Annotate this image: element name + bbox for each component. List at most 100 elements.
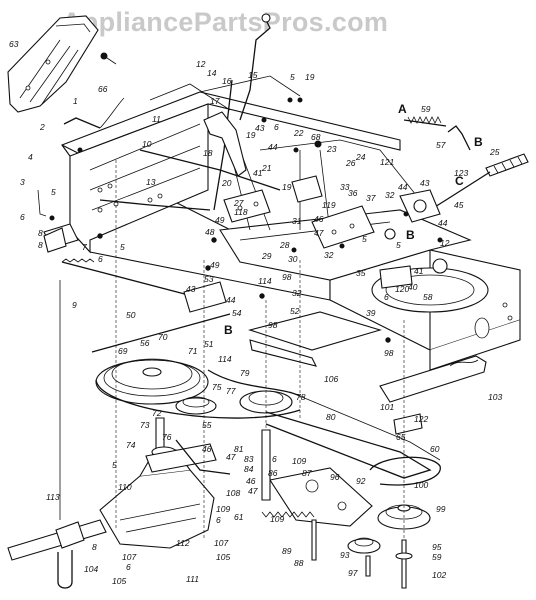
label-81: 81 xyxy=(234,444,244,454)
bolt-68[interactable] xyxy=(311,519,317,561)
label-8b: 8 xyxy=(38,240,43,250)
callout-b-3: B xyxy=(224,323,233,337)
label-59b: 59 xyxy=(432,552,442,562)
label-5b: 5 xyxy=(120,242,125,252)
label-121: 121 xyxy=(380,157,394,167)
bracket-46-upper[interactable] xyxy=(311,205,375,249)
label-79: 79 xyxy=(240,368,250,378)
pivot-assembly-right[interactable] xyxy=(384,189,448,274)
label-36: 36 xyxy=(348,188,358,198)
label-122: 122 xyxy=(414,414,428,424)
label-2: 2 xyxy=(39,122,45,132)
clip-1[interactable] xyxy=(63,97,125,129)
label-59a: 59 xyxy=(421,104,431,114)
label-43b: 43 xyxy=(420,178,430,188)
frame-top-deck[interactable] xyxy=(219,209,472,281)
label-88: 88 xyxy=(294,558,304,568)
bracket-27[interactable] xyxy=(223,189,271,223)
label-46c: 46 xyxy=(246,476,256,486)
label-17: 17 xyxy=(210,96,220,106)
callout-c: C xyxy=(455,174,464,188)
label-78: 78 xyxy=(296,392,306,402)
spring-59[interactable] xyxy=(403,116,447,127)
rod-50[interactable] xyxy=(91,313,231,353)
axle-shaft[interactable] xyxy=(7,519,107,561)
pivot-bracket-5[interactable] xyxy=(43,227,67,253)
label-73: 73 xyxy=(140,420,150,430)
label-57: 57 xyxy=(436,140,446,150)
idler-bracket-88[interactable] xyxy=(269,467,373,527)
label-56: 56 xyxy=(140,338,150,348)
plate-52[interactable] xyxy=(248,311,382,351)
label-74: 74 xyxy=(126,440,136,450)
label-4: 4 xyxy=(28,152,33,162)
label-44c: 44 xyxy=(438,218,448,228)
bracket-122[interactable] xyxy=(393,413,423,435)
label-52: 52 xyxy=(290,306,300,316)
label-80: 80 xyxy=(326,412,336,422)
bolt-97[interactable] xyxy=(365,555,371,577)
seat-pan-bracket[interactable] xyxy=(7,15,99,113)
label-77: 77 xyxy=(226,386,236,396)
label-6f: 6 xyxy=(216,515,221,525)
label-103: 103 xyxy=(488,392,502,402)
shift-lever-15[interactable] xyxy=(239,13,271,121)
shaft-81[interactable] xyxy=(261,429,271,501)
lift-handle-25[interactable] xyxy=(429,153,529,211)
label-16: 16 xyxy=(222,76,232,86)
rod-9[interactable] xyxy=(61,258,201,299)
label-113: 113 xyxy=(46,492,60,502)
alignment-dashes xyxy=(115,160,405,540)
bracket-103[interactable] xyxy=(379,355,487,403)
label-21: 21 xyxy=(261,163,272,173)
label-6e: 6 xyxy=(272,454,277,464)
shift-arm-74[interactable] xyxy=(145,443,217,473)
label-6b: 6 xyxy=(98,254,103,264)
pulley-69[interactable] xyxy=(95,358,209,405)
label-108: 108 xyxy=(226,488,240,498)
belt-80[interactable] xyxy=(265,391,441,479)
label-24: 24 xyxy=(355,152,366,162)
label-112: 112 xyxy=(176,538,190,548)
lever-16[interactable] xyxy=(213,79,233,211)
part-number-labels: 63 66 1 2 4 3 5 6 8 8 7 5 6 9 10 11 13 1… xyxy=(9,39,502,586)
label-119: 119 xyxy=(322,200,336,210)
label-109c: 109 xyxy=(270,514,284,524)
label-87: 87 xyxy=(302,468,312,478)
bolt-66[interactable] xyxy=(100,52,117,65)
pulley-93[interactable] xyxy=(347,537,381,554)
bracket-58[interactable] xyxy=(379,265,413,289)
label-70: 70 xyxy=(158,332,168,342)
bracket-43-lower[interactable] xyxy=(183,281,227,313)
spring-89[interactable] xyxy=(261,511,315,518)
label-13: 13 xyxy=(146,177,156,187)
label-46b: 46 xyxy=(202,444,212,454)
label-32c: 32 xyxy=(292,288,302,298)
label-47a: 47 xyxy=(314,228,324,238)
label-30: 30 xyxy=(288,254,298,264)
label-97: 97 xyxy=(348,568,358,578)
bracket-31[interactable] xyxy=(291,175,323,203)
bolt-102[interactable] xyxy=(395,539,413,589)
pulley-75[interactable] xyxy=(175,396,217,415)
label-7: 7 xyxy=(82,242,87,252)
label-69: 69 xyxy=(118,346,128,356)
lever-57[interactable] xyxy=(447,125,471,151)
plate-106[interactable] xyxy=(249,339,318,367)
label-44b: 44 xyxy=(398,182,408,192)
u-bolt-104[interactable] xyxy=(57,550,73,589)
label-118: 118 xyxy=(234,207,248,217)
label-41b: 41 xyxy=(414,266,424,276)
rod-76[interactable] xyxy=(175,439,231,475)
label-31: 31 xyxy=(292,216,302,226)
label-8c: 8 xyxy=(92,542,97,552)
label-15: 15 xyxy=(248,70,258,80)
label-109b: 109 xyxy=(216,504,230,514)
label-63: 63 xyxy=(9,39,19,49)
label-27: 27 xyxy=(233,198,244,208)
frame-right-panel[interactable] xyxy=(329,249,521,371)
bolt-3[interactable] xyxy=(37,189,47,217)
linkage-arm-17[interactable] xyxy=(203,111,247,177)
label-123: 123 xyxy=(454,168,468,178)
belt-60[interactable] xyxy=(369,456,441,486)
